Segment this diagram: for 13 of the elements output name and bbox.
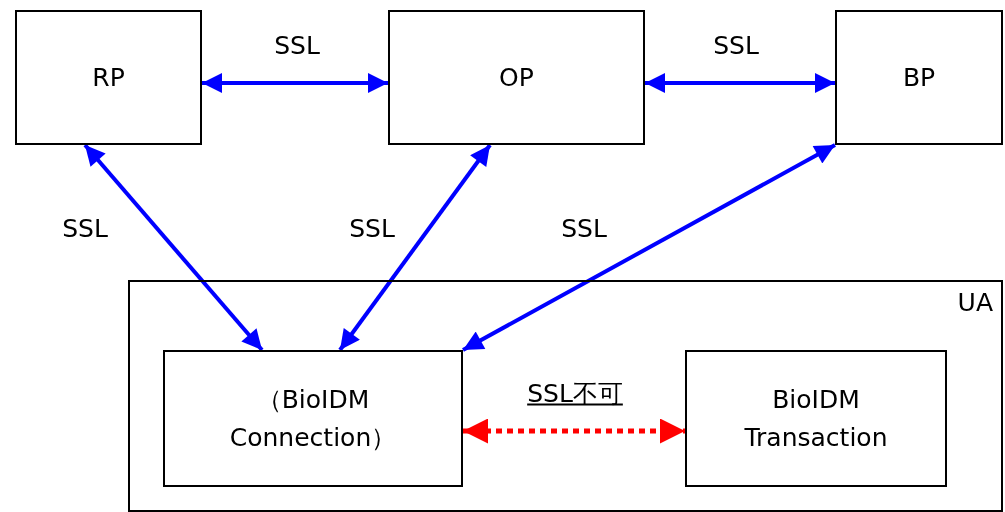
dotted-arrow [463,418,685,444]
box-label: UA [957,287,993,319]
double-arrow [462,143,836,352]
process-box: OP [388,10,645,145]
container-box [128,280,1003,512]
process-box: BP [835,10,1003,145]
double-arrow [338,143,492,352]
process-box: BioIDM Transaction [685,350,947,487]
double-arrow [645,73,835,93]
double-arrow [202,73,388,93]
process-box: RP [15,10,202,145]
process-box: （BioIDM Connection） [163,350,463,487]
double-arrow [83,143,264,352]
